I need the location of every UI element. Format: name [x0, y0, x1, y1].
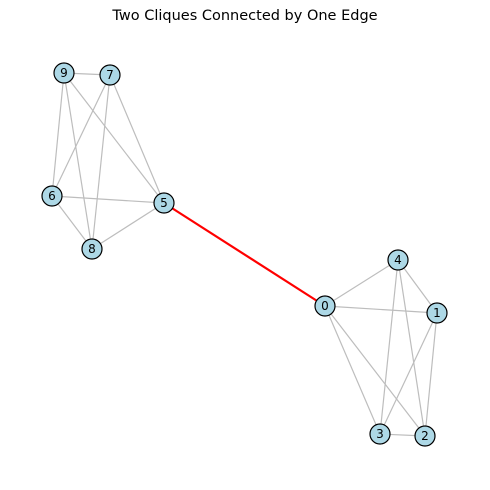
node-circle	[99, 64, 121, 86]
edge-2-4	[397, 259, 426, 437]
node-0: 0	[314, 295, 336, 317]
diagram-title: Two Cliques Connected by One Edge	[112, 8, 378, 24]
node-label: 1	[433, 306, 441, 320]
node-circle	[41, 185, 63, 207]
node-circle	[387, 249, 409, 271]
node-4: 4	[387, 249, 409, 271]
node-label: 7	[106, 68, 114, 82]
node-label: 9	[60, 66, 68, 80]
edge-8-9	[63, 72, 93, 250]
node-circle	[426, 302, 448, 324]
node-layer: 0 1 2 3 4 5 6 7 8 9	[41, 62, 448, 447]
node-circle	[414, 425, 436, 447]
edge-3-4	[379, 259, 399, 435]
edge-0-1	[324, 305, 438, 314]
node-label: 8	[88, 242, 96, 256]
node-circle	[314, 295, 336, 317]
node-8: 8	[81, 238, 103, 260]
node-circle	[53, 62, 75, 84]
bridge-edge-5-0	[163, 202, 326, 307]
edge-5-8	[91, 202, 165, 250]
edge-0-4	[324, 259, 399, 307]
edge-5-7	[109, 74, 165, 204]
node-label: 0	[321, 299, 329, 313]
edge-1-2	[424, 312, 438, 437]
node-1: 1	[426, 302, 448, 324]
edge-1-4	[397, 259, 438, 314]
node-6: 6	[41, 185, 63, 207]
edge-7-8	[91, 74, 111, 250]
node-label: 6	[48, 189, 56, 203]
node-5: 5	[153, 192, 175, 214]
edge-0-2	[324, 305, 426, 437]
edge-1-3	[379, 312, 438, 435]
edge-layer	[51, 72, 438, 437]
edge-6-8	[51, 195, 93, 250]
node-9: 9	[53, 62, 75, 84]
node-label: 2	[421, 429, 429, 443]
edge-5-9	[63, 72, 165, 204]
node-circle	[81, 238, 103, 260]
node-7: 7	[99, 64, 121, 86]
bridge-layer	[163, 202, 326, 307]
node-circle	[369, 423, 391, 445]
node-2: 2	[414, 425, 436, 447]
node-circle	[153, 192, 175, 214]
node-label: 5	[160, 196, 168, 210]
node-3: 3	[369, 423, 391, 445]
edge-6-7	[51, 74, 111, 197]
node-label: 4	[394, 253, 402, 267]
edge-6-9	[51, 72, 65, 197]
edge-5-6	[51, 195, 165, 204]
edge-0-3	[324, 305, 381, 435]
node-label: 3	[376, 427, 384, 441]
